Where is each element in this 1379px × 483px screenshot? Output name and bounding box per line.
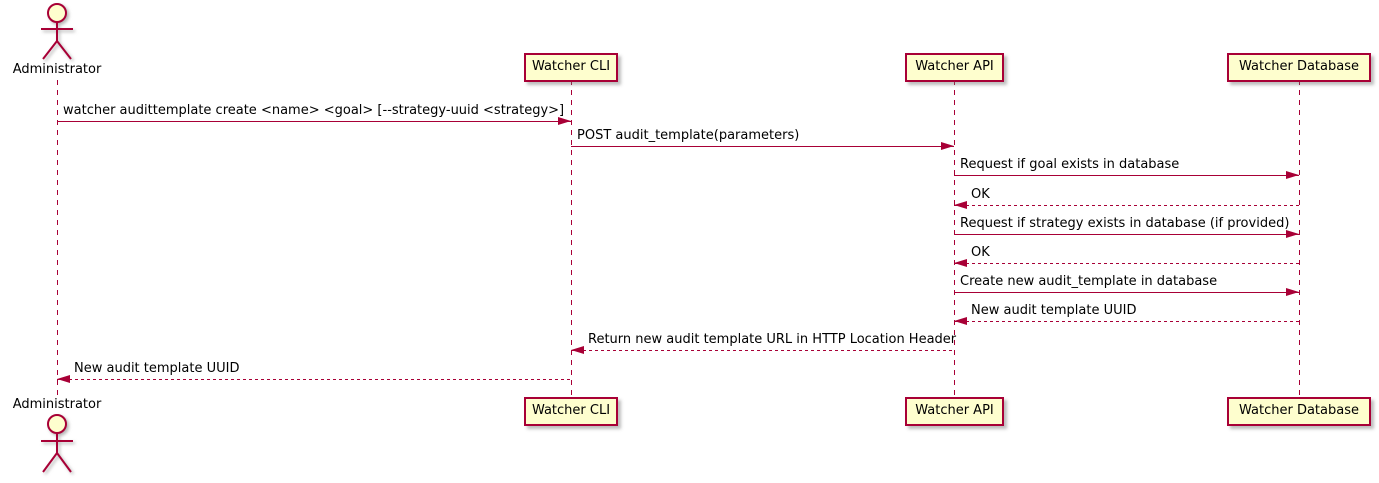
message-4: OK (954, 187, 1299, 209)
arrowhead-icon (1286, 171, 1299, 179)
message-line (954, 259, 1299, 267)
lifeline-watcher-api (954, 80, 955, 397)
message-8: New audit template UUID (954, 303, 1299, 325)
message-label: Request if strategy exists in database (… (960, 216, 1290, 231)
message-line (954, 317, 1299, 325)
message-label: watcher audittemplate create <name> <goa… (63, 103, 565, 118)
message-line (954, 171, 1299, 179)
message-line (954, 230, 1299, 238)
arrowhead-icon (954, 201, 967, 209)
arrowhead-icon (571, 346, 584, 354)
message-9: Return new audit template URL in HTTP Lo… (571, 332, 957, 354)
message-7: Create new audit_template in database (954, 274, 1299, 296)
message-10: New audit template UUID (57, 361, 571, 383)
message-line (954, 288, 1299, 296)
actor-administrator-top: Administrator (7, 2, 107, 77)
actor-label: Administrator (12, 397, 102, 412)
person-icon (41, 3, 73, 60)
message-6: OK (954, 245, 1299, 267)
lifeline-watcher-database (1299, 80, 1300, 397)
participant-watcher-api-top: Watcher API (905, 53, 1004, 82)
actor-administrator-bottom: Administrator (7, 397, 107, 476)
participant-watcher-cli-bottom: Watcher CLI (524, 397, 618, 426)
message-label: Return new audit template URL in HTTP Lo… (588, 332, 957, 347)
message-line (954, 201, 1299, 209)
message-5: Request if strategy exists in database (… (954, 216, 1299, 238)
message-label: Request if goal exists in database (960, 157, 1180, 172)
message-2: POST audit_template(parameters) (571, 128, 954, 150)
message-3: Request if goal exists in database (954, 157, 1299, 179)
message-line (57, 117, 571, 125)
message-label: OK (971, 187, 990, 202)
message-line (57, 375, 571, 383)
arrowhead-icon (558, 117, 571, 125)
person-icon (41, 414, 73, 473)
message-line (571, 346, 954, 354)
message-label: POST audit_template(parameters) (577, 128, 800, 143)
participant-watcher-database-bottom: Watcher Database (1227, 397, 1371, 426)
lifeline-administrator (57, 80, 58, 397)
message-line (571, 142, 954, 150)
participant-watcher-database-top: Watcher Database (1227, 53, 1371, 82)
message-label: New audit template UUID (74, 361, 240, 376)
arrowhead-icon (1286, 230, 1299, 238)
arrowhead-icon (1286, 288, 1299, 296)
message-label: Create new audit_template in database (960, 274, 1218, 289)
participant-watcher-api-bottom: Watcher API (905, 397, 1004, 426)
participant-watcher-cli-top: Watcher CLI (524, 53, 618, 82)
arrowhead-icon (57, 375, 70, 383)
actor-label: Administrator (12, 62, 102, 77)
arrowhead-icon (941, 142, 954, 150)
message-1: watcher audittemplate create <name> <goa… (57, 103, 571, 125)
message-label: OK (971, 245, 990, 260)
arrowhead-icon (954, 259, 967, 267)
arrowhead-icon (954, 317, 967, 325)
lifeline-watcher-cli (571, 80, 572, 397)
message-label: New audit template UUID (971, 303, 1137, 318)
